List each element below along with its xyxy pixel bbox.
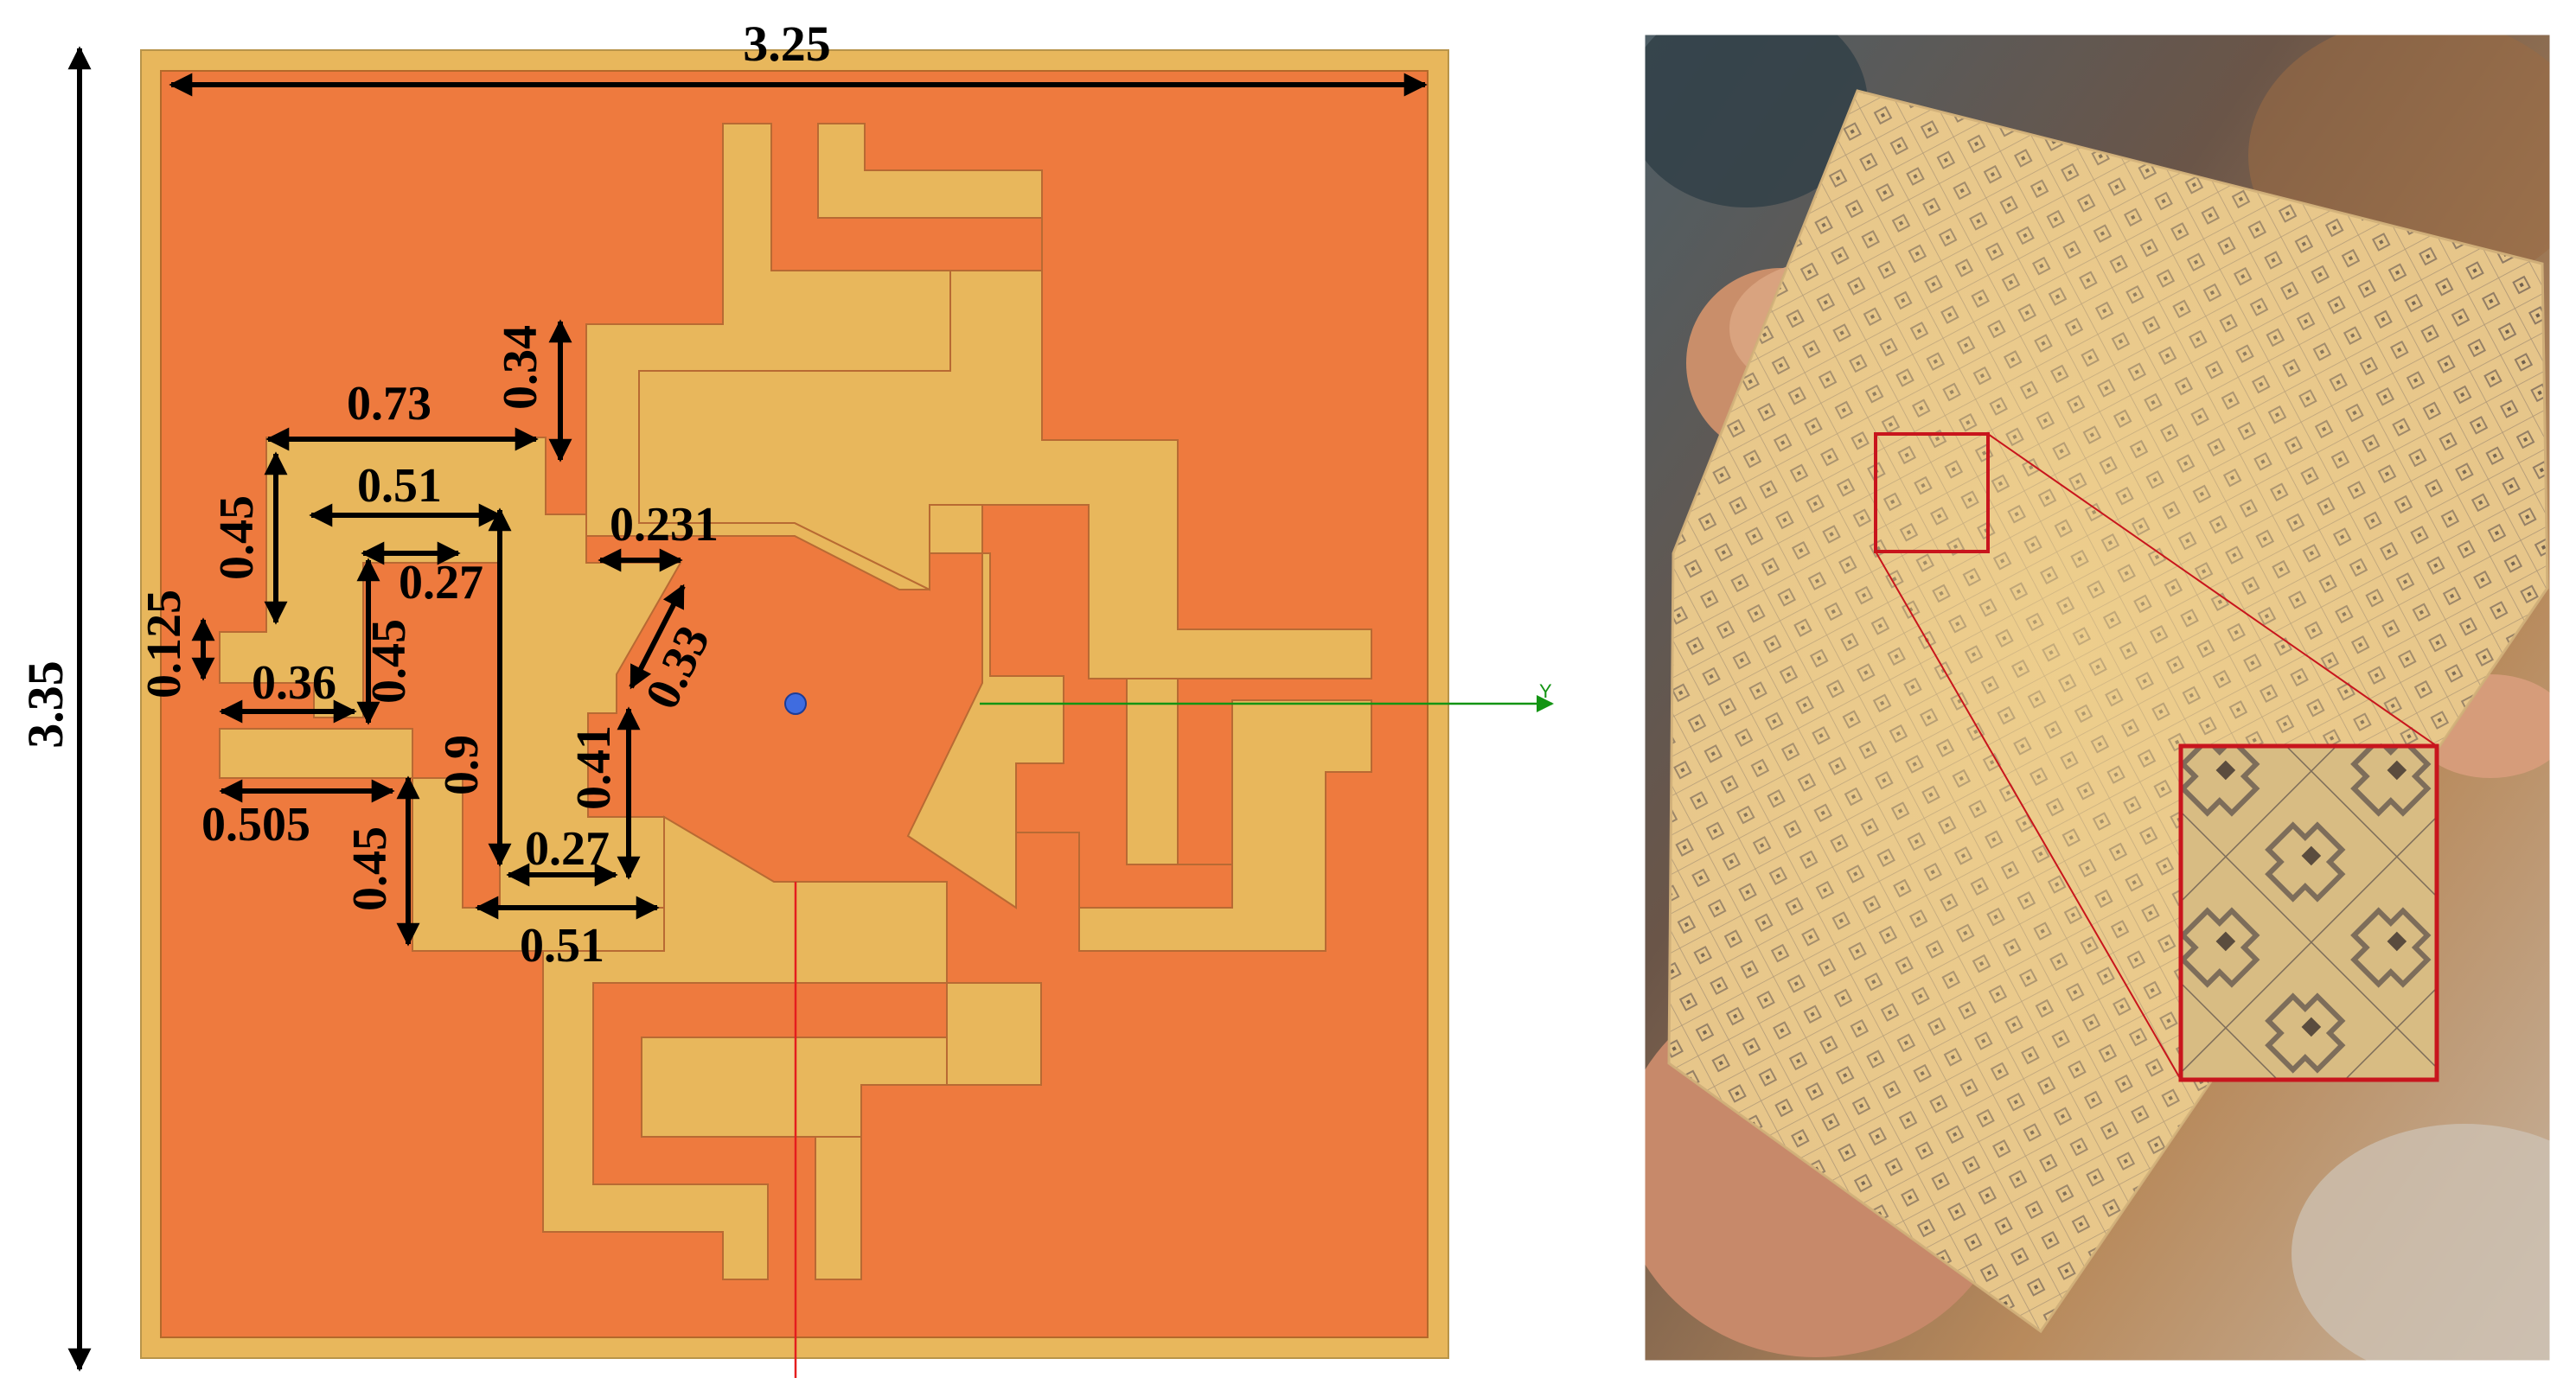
zoom-source-box: [1874, 432, 1990, 553]
dim-0.51-top-label: 0.51: [357, 459, 442, 513]
dim-0.45-mid-label: 0.45: [362, 619, 416, 704]
dim-0.51-bottom-label: 0.51: [520, 919, 604, 973]
y-axis-label: Y: [1539, 680, 1552, 702]
overall-width-label: 3.25: [743, 16, 831, 72]
dim-0.33-arrow: [629, 584, 686, 690]
dim-0.34-label: 0.34: [494, 325, 547, 410]
dim-0.505-label: 0.505: [201, 798, 310, 852]
fabricated-photo: [1645, 35, 2550, 1361]
origin-marker: [784, 692, 807, 715]
dim-0.36-label: 0.36: [252, 656, 336, 710]
dim-0.41-label: 0.41: [567, 725, 621, 810]
slot-bottom-inner: [641, 1037, 948, 1138]
zoom-line-bottom: [1875, 551, 2182, 1081]
dimension-annotations: [191, 319, 686, 947]
dim-0.125-label: 0.125: [137, 590, 191, 698]
dim-0.73-label: 0.73: [347, 377, 431, 431]
dim-0.45-bottom-label: 0.45: [343, 826, 397, 911]
zoom-line-top: [1987, 433, 2438, 747]
zoom-inset: [2178, 743, 2439, 1082]
photo-blur-light: [2292, 1124, 2550, 1361]
dim-0.9-label: 0.9: [435, 735, 489, 795]
slot-top-right-finger: [638, 123, 1372, 952]
dim-0.231-label: 0.231: [610, 498, 719, 552]
dim-0.27-top-label: 0.27: [399, 556, 483, 609]
photo-blur-dark: [1645, 35, 1868, 207]
overall-height-label: 3.35: [17, 660, 74, 749]
dim-0.27-bottom-label: 0.27: [525, 822, 610, 876]
photo-frame: [1644, 34, 2551, 1362]
board-glare: [1669, 91, 2547, 1331]
dim-0.45-left-label: 0.45: [210, 495, 264, 580]
